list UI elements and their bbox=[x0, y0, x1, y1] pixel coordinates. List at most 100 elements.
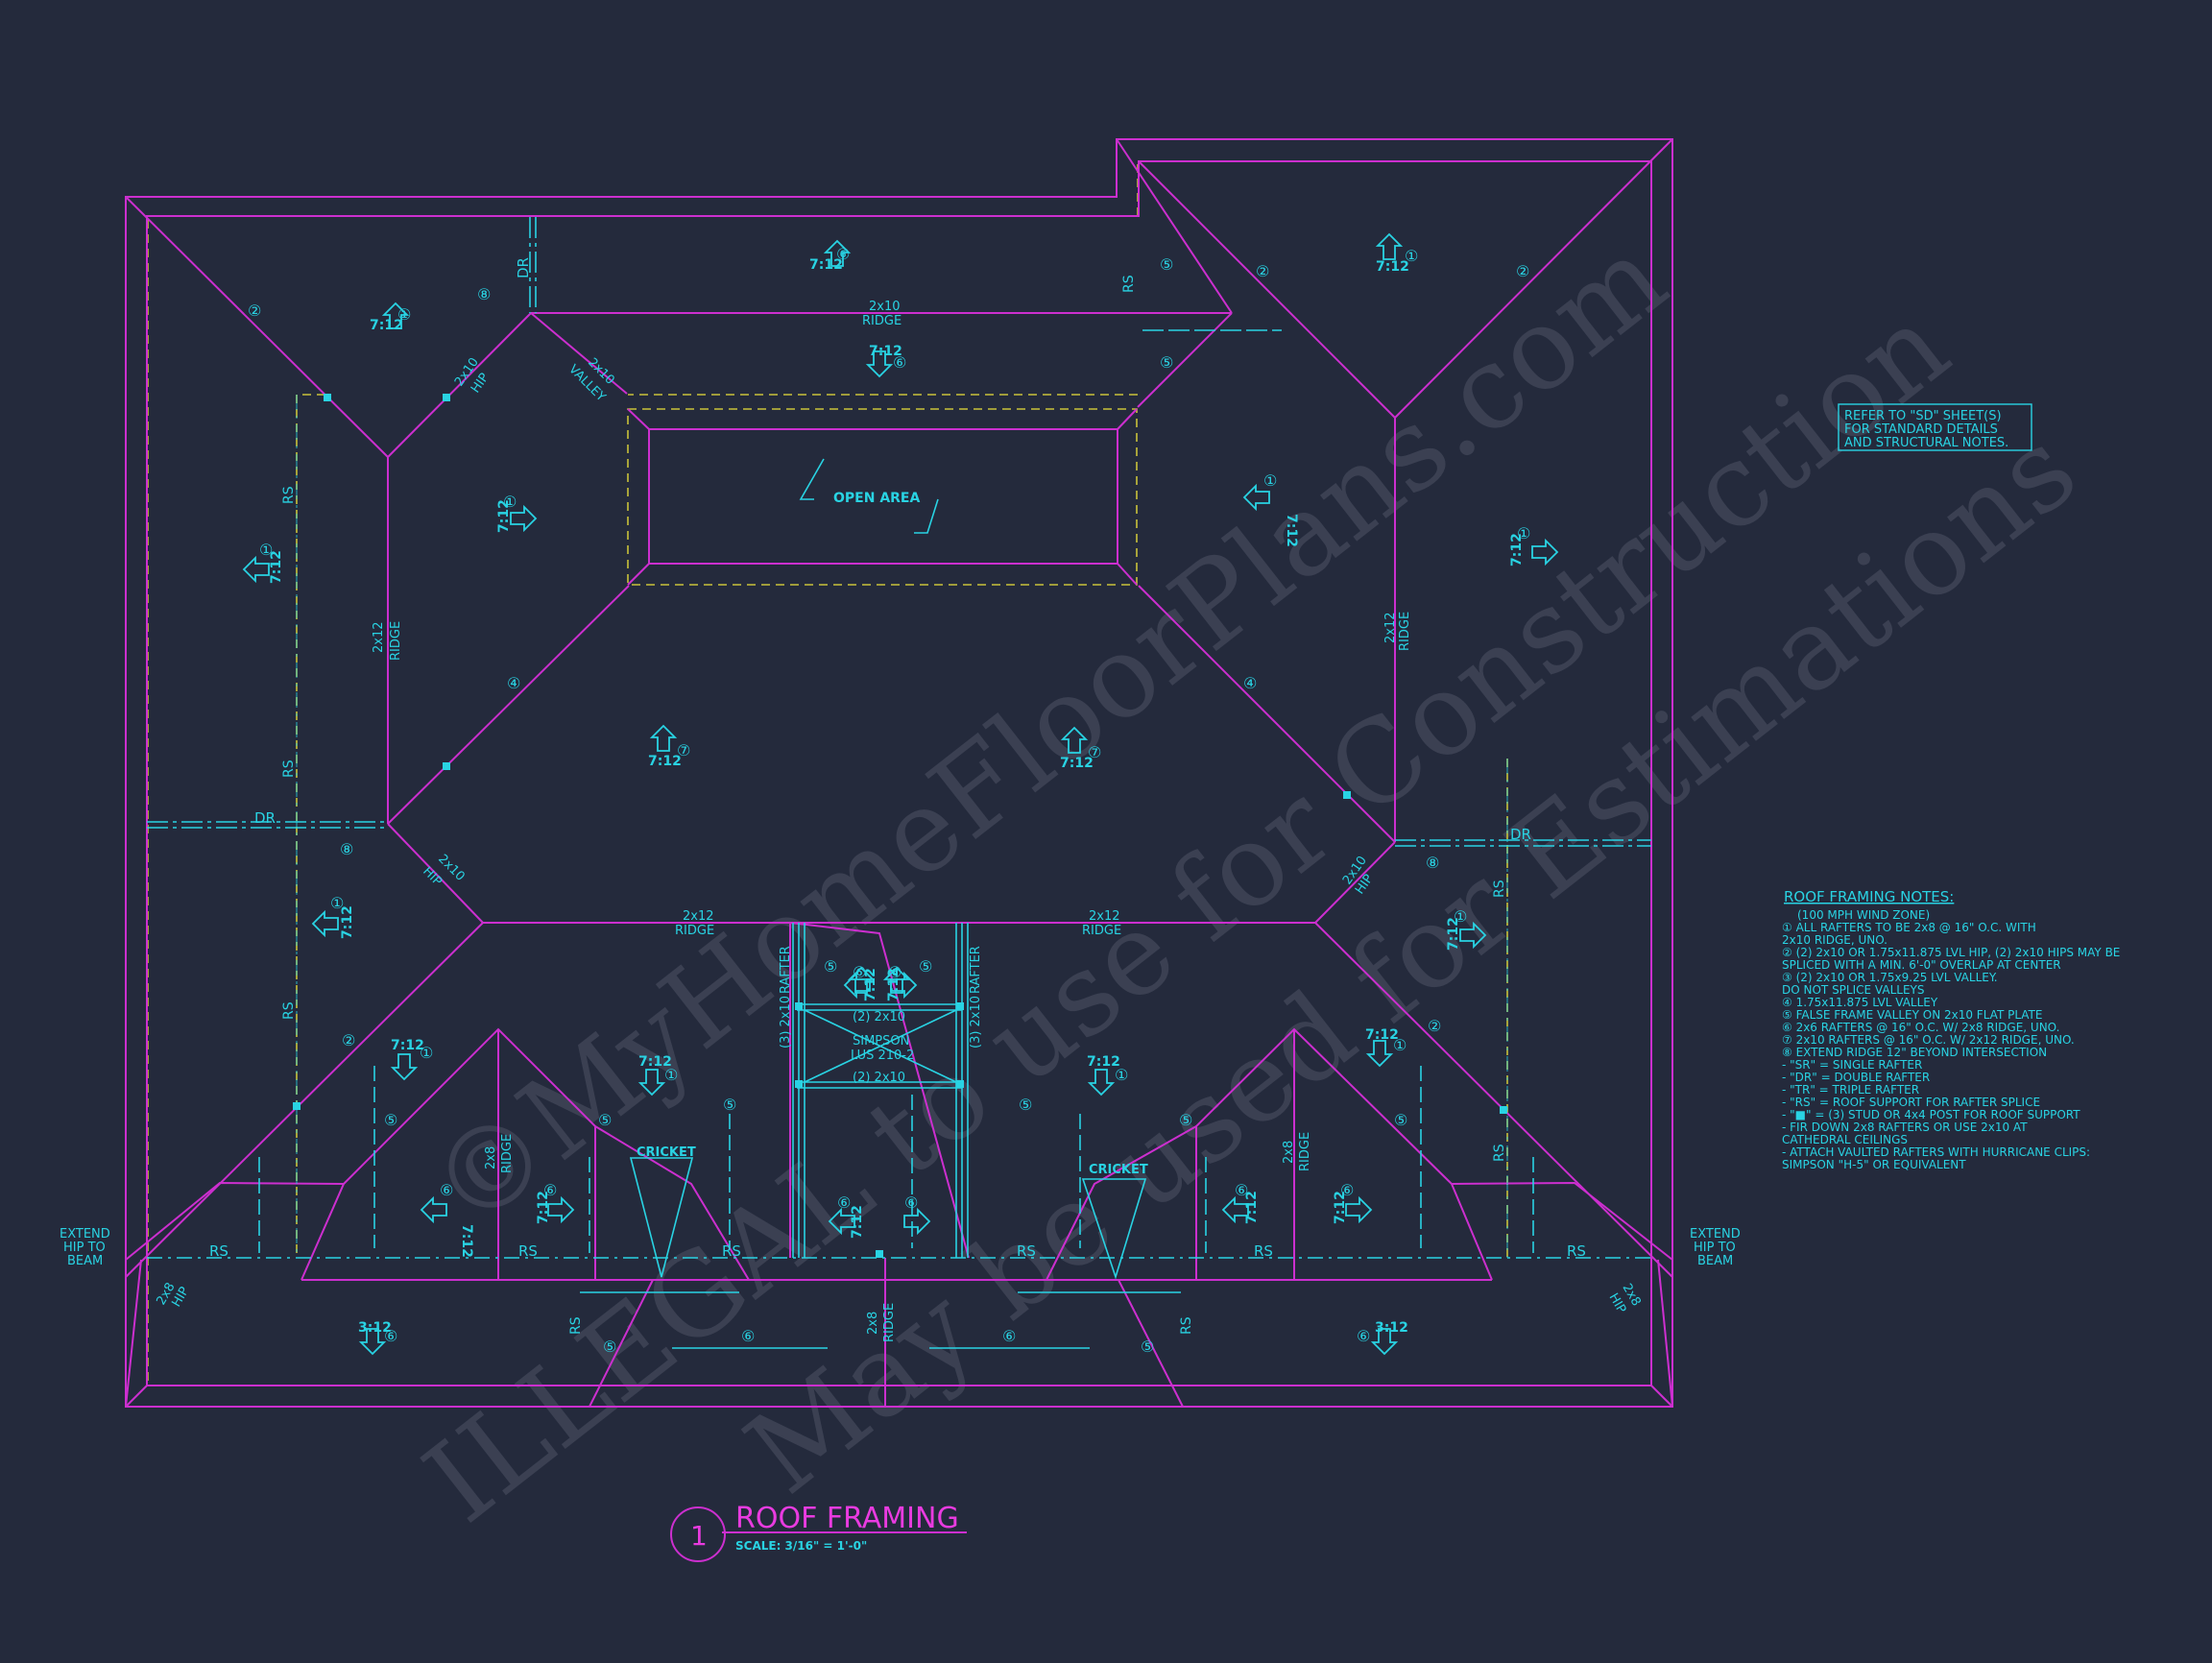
callout-6: ⑥ bbox=[1357, 1327, 1370, 1345]
note-line: ③ (2) 2x10 OR 1.75x9.25 LVL VALLEY. bbox=[1782, 971, 1998, 984]
note-line: (100 MPH WIND ZONE) bbox=[1797, 908, 1930, 922]
extend-note: EXTEND bbox=[60, 1227, 110, 1241]
rs-label: RS bbox=[1017, 1242, 1036, 1260]
rs-label: RS bbox=[518, 1242, 538, 1260]
extend-note: BEAM bbox=[67, 1254, 103, 1268]
callout-5: ⑤ bbox=[919, 957, 932, 976]
open-corner-2 bbox=[1117, 408, 1138, 430]
arrow-up-3 bbox=[1375, 232, 1404, 260]
open-corner-3 bbox=[627, 563, 650, 586]
callout-6: ⑥ bbox=[440, 1181, 453, 1199]
cricket-label: CRICKET bbox=[1089, 1163, 1148, 1177]
callout-4: ④ bbox=[1243, 674, 1257, 692]
valley-left-long bbox=[387, 585, 630, 825]
pitch-label: 7:12 bbox=[391, 1038, 424, 1053]
pitch-label: 3:12 bbox=[1375, 1320, 1408, 1336]
ridge-label: RIDGE bbox=[1082, 924, 1121, 938]
callout-5: ⑤ bbox=[824, 957, 837, 976]
pitch-label: 7:12 bbox=[269, 550, 284, 584]
callout-6: ⑥ bbox=[1340, 1181, 1354, 1199]
pitch-arrows bbox=[242, 232, 1559, 1356]
detail-number: 1 bbox=[690, 1520, 708, 1552]
callout-1: ① bbox=[1115, 1066, 1128, 1084]
rs-label: RS bbox=[1254, 1242, 1273, 1260]
post-2 bbox=[443, 394, 450, 401]
rafter-label: RAFTER bbox=[779, 946, 793, 994]
callout-6: ⑥ bbox=[837, 1193, 851, 1212]
arrow-rt-5 bbox=[1345, 1195, 1373, 1224]
extend-note: EXTEND bbox=[1690, 1227, 1741, 1241]
eave-right bbox=[1451, 1181, 1673, 1261]
header-size: (2) 2x10 bbox=[853, 1010, 905, 1024]
ridge-label: RIDGE bbox=[1398, 612, 1412, 651]
hip-se-corner bbox=[1650, 1385, 1673, 1408]
callout-1: ① bbox=[1405, 247, 1418, 265]
cricket-right bbox=[1081, 1178, 1147, 1280]
callout-6: ⑥ bbox=[904, 1193, 918, 1212]
callout-5: ⑤ bbox=[598, 1111, 612, 1129]
watermark-line-2: ILLEGAL to use for Construction bbox=[400, 279, 1972, 1548]
arrow-dn-2 bbox=[390, 1053, 419, 1081]
valley-top bbox=[530, 312, 628, 395]
rs-label: RS bbox=[209, 1242, 228, 1260]
dr-label: DR bbox=[254, 809, 276, 827]
ridge-label: RIDGE bbox=[500, 1134, 515, 1173]
callout-7: ⑦ bbox=[677, 741, 690, 759]
ridge-size: 2x10 bbox=[869, 300, 901, 314]
callout-5: ⑤ bbox=[603, 1338, 616, 1356]
rs-label: RS bbox=[1179, 1316, 1194, 1335]
post-3 bbox=[443, 762, 450, 770]
note-line: - "■" = (3) STUD OR 4x4 POST FOR ROOF SU… bbox=[1782, 1108, 2080, 1121]
arrow-rt-2 bbox=[1531, 538, 1559, 566]
refer-note-line: REFER TO "SD" SHEET(S) bbox=[1844, 409, 2002, 423]
pitch-label: 7:12 bbox=[1509, 533, 1525, 566]
callout-6: ⑥ bbox=[1235, 1181, 1248, 1199]
hip-top-open bbox=[1137, 312, 1233, 408]
pitch-label: 7:12 bbox=[886, 968, 902, 1001]
extend-note: HIP TO bbox=[63, 1241, 106, 1255]
arrow-rt-4 bbox=[547, 1195, 575, 1224]
pitch-label: 7:12 bbox=[1376, 259, 1409, 275]
pitch-label: 7:12 bbox=[863, 968, 878, 1001]
arrow-lf-3 bbox=[311, 909, 339, 938]
roof-lines bbox=[125, 138, 1673, 1408]
pitch-label: 7:12 bbox=[869, 344, 902, 359]
hip-nw2 bbox=[387, 312, 532, 458]
valley-right-long bbox=[1138, 585, 1396, 843]
arrow-dn-3 bbox=[637, 1069, 666, 1097]
pitch-label: 7:12 bbox=[809, 257, 843, 273]
arrow-up-1 bbox=[381, 301, 410, 329]
arrow-up-5 bbox=[1060, 726, 1089, 754]
open-area-inner bbox=[648, 428, 1118, 565]
pitch-label: 7:12 bbox=[340, 905, 355, 939]
refer-note-box bbox=[1838, 403, 2032, 451]
rs-label: RS bbox=[281, 486, 297, 504]
dormer-right-2 bbox=[1046, 1125, 1197, 1281]
note-line: - ATTACH VAULTED RAFTERS WITH HURRICANE … bbox=[1782, 1145, 2090, 1159]
callout-8: ⑧ bbox=[1426, 854, 1439, 872]
rs-label: RS bbox=[1121, 275, 1137, 293]
rs-label: RS bbox=[722, 1242, 741, 1260]
note-line: CATHEDRAL CEILINGS bbox=[1782, 1133, 1908, 1146]
arrow-dn-4 bbox=[1087, 1069, 1116, 1097]
hip-ne-2 bbox=[1394, 138, 1673, 419]
callout-6: ⑥ bbox=[543, 1181, 557, 1199]
callout-6: ⑥ bbox=[741, 1327, 755, 1345]
simpson-model: LUS 210-2 bbox=[851, 1048, 914, 1063]
callout-5: ⑤ bbox=[1019, 1096, 1032, 1114]
note-line: - "TR" = TRIPLE RAFTER bbox=[1782, 1083, 1919, 1097]
dr-label: DR bbox=[1510, 826, 1531, 843]
note-line: ① ALL RAFTERS TO BE 2x8 @ 16" O.C. WITH bbox=[1782, 921, 2036, 934]
pitch-label: 7:12 bbox=[1244, 1191, 1260, 1224]
hip-sw-corner bbox=[125, 1385, 148, 1408]
callout-6: ⑥ bbox=[1002, 1327, 1016, 1345]
arrow-lf-7 bbox=[843, 971, 871, 1000]
ridge-label: RIDGE bbox=[862, 314, 902, 328]
pitch-label: 7:12 bbox=[536, 1191, 551, 1224]
pitch-label: 7:12 bbox=[1446, 917, 1461, 951]
arrow-dn-6 bbox=[358, 1328, 387, 1356]
pitch-label: 7:12 bbox=[1060, 756, 1094, 771]
callout-5: ⑤ bbox=[384, 1111, 397, 1129]
ridge-size: 2x12 bbox=[1089, 909, 1120, 924]
note-line: DO NOT SPLICE VALLEYS bbox=[1782, 983, 1924, 997]
